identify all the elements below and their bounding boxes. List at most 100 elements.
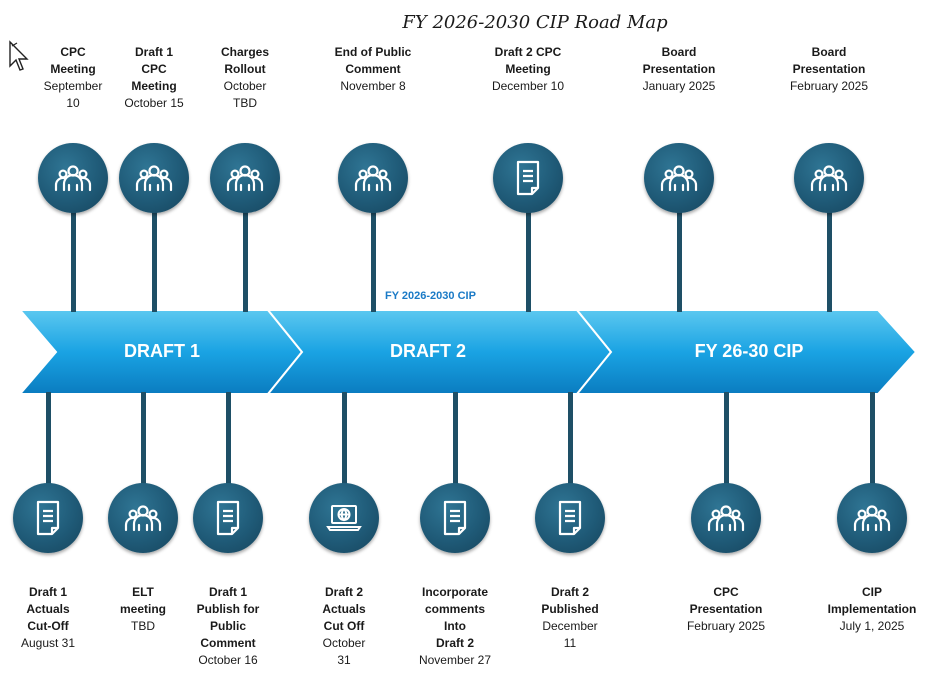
milestone-title-line: Implementation bbox=[827, 602, 917, 616]
people-icon bbox=[108, 483, 178, 553]
milestone-date-line: October 16 bbox=[198, 653, 258, 667]
people-icon bbox=[119, 143, 189, 213]
milestone-title-line: Meeting bbox=[505, 62, 551, 76]
document-icon bbox=[420, 483, 490, 553]
people-icon bbox=[38, 143, 108, 213]
milestone-title-line: Publish for bbox=[196, 602, 260, 616]
milestone-title-line: Board bbox=[661, 45, 697, 59]
milestone-title-line: Meeting bbox=[131, 79, 177, 93]
stage-label-cip: FY 26-30 CIP bbox=[694, 341, 804, 361]
bottom-milestone-connector bbox=[723, 392, 729, 492]
milestone-title-line: Draft 1 bbox=[134, 45, 173, 59]
milestone-title-line: Draft 1 bbox=[28, 585, 67, 599]
milestone-title-line: Rollout bbox=[224, 62, 266, 76]
milestone-title-line: Charges bbox=[220, 45, 270, 59]
page-title: FY 2026-2030 CIP Road Map bbox=[402, 12, 668, 33]
milestone-title-line: Incorporate bbox=[421, 585, 488, 599]
milestone-date-line: February 2025 bbox=[789, 79, 869, 93]
milestone-date-line: October bbox=[223, 79, 267, 93]
milestone-date-line: 10 bbox=[66, 96, 80, 110]
milestone-title-line: Into bbox=[444, 619, 466, 633]
milestone-title-line: Draft 2 CPC bbox=[494, 45, 562, 59]
laptop-globe-icon bbox=[309, 483, 379, 553]
milestone-title-line: CIP bbox=[861, 585, 882, 599]
milestone-title-line: ELT bbox=[132, 585, 154, 599]
milestone-date-line: TBD bbox=[233, 96, 257, 110]
milestone-title-line: CPC bbox=[60, 45, 86, 59]
top-milestone-connector bbox=[70, 205, 76, 312]
bottom-milestone-connector bbox=[45, 392, 51, 492]
bottom-milestone-connector bbox=[140, 392, 146, 492]
milestone-date-line: October 15 bbox=[124, 96, 184, 110]
top-milestone-connector bbox=[525, 205, 531, 312]
milestone-date-line: August 31 bbox=[20, 636, 76, 650]
people-icon bbox=[794, 143, 864, 213]
milestone-title-line: Cut Off bbox=[323, 619, 365, 633]
milestone-title-line: CPC bbox=[713, 585, 739, 599]
milestone-title-line: Meeting bbox=[50, 62, 96, 76]
document-icon bbox=[493, 143, 563, 213]
milestone-title-line: CPC bbox=[141, 62, 167, 76]
cursor-icon bbox=[9, 40, 29, 71]
milestone-date-line: September bbox=[43, 79, 103, 93]
milestone-date-line: July 1, 2025 bbox=[839, 619, 905, 633]
top-milestone-connector bbox=[676, 205, 682, 312]
milestone-date-line: 31 bbox=[337, 653, 351, 667]
stage-label-draft-1: DRAFT 1 bbox=[124, 341, 200, 361]
milestone-title-line: Comment bbox=[200, 636, 256, 650]
bottom-milestone-connector bbox=[225, 392, 231, 492]
milestone-date-line: November 27 bbox=[418, 653, 492, 667]
milestone-title-line: Presentation bbox=[642, 62, 716, 76]
people-icon bbox=[338, 143, 408, 213]
milestone-title-line: Board bbox=[811, 45, 847, 59]
milestone-date-line: October bbox=[322, 636, 366, 650]
milestone-title-line: comments bbox=[424, 602, 486, 616]
milestone-title-line: Cut-Off bbox=[27, 619, 69, 633]
milestone-date-line: December 10 bbox=[491, 79, 565, 93]
milestone-title-line: Comment bbox=[345, 62, 401, 76]
milestone-title-line: Draft 2 bbox=[435, 636, 474, 650]
milestone-title-line: Actuals bbox=[322, 602, 366, 616]
bottom-milestone-connector bbox=[341, 392, 347, 492]
milestone-title-line: Draft 2 bbox=[324, 585, 363, 599]
milestone-title-line: Draft 2 bbox=[550, 585, 589, 599]
milestone-title-line: meeting bbox=[119, 602, 166, 616]
milestone-date-line: February 2025 bbox=[686, 619, 766, 633]
milestone-title-line: Public bbox=[209, 619, 246, 633]
people-icon bbox=[691, 483, 761, 553]
top-milestone-connector bbox=[826, 205, 832, 312]
bottom-milestone-connector bbox=[452, 392, 458, 492]
top-milestone-connector bbox=[242, 205, 248, 312]
center-banner-label: FY 2026-2030 CIP bbox=[385, 290, 476, 302]
milestone-date-line: January 2025 bbox=[642, 79, 716, 93]
bottom-milestone-connector bbox=[869, 392, 875, 492]
people-icon bbox=[837, 483, 907, 553]
document-icon bbox=[193, 483, 263, 553]
milestone-date-line: December bbox=[542, 619, 598, 633]
people-icon bbox=[644, 143, 714, 213]
document-icon bbox=[13, 483, 83, 553]
document-icon bbox=[535, 483, 605, 553]
milestone-date-line: TBD bbox=[131, 619, 155, 633]
milestone-title-line: Presentation bbox=[689, 602, 763, 616]
milestone-title-line: Presentation bbox=[792, 62, 866, 76]
people-icon bbox=[210, 143, 280, 213]
milestone-title-line: Published bbox=[541, 602, 599, 616]
stage-label-draft-2: DRAFT 2 bbox=[390, 341, 466, 361]
